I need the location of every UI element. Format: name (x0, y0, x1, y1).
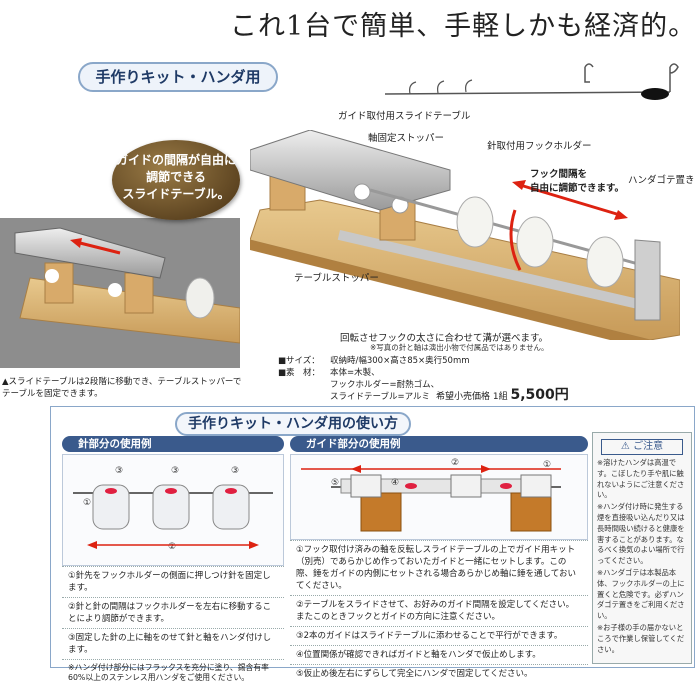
spec-value: スライドテーブル=アルミ (330, 392, 431, 402)
caution-body: ※溶けたハンダは高温です。こぼしたり手や肌に触れないようにご注意ください。 ※ハ… (593, 458, 691, 655)
inset-photo (0, 218, 240, 368)
needle-step-note: ※ハンダ付け部分にはフラックスを充分に塗り、錫含有率60%以上のステンレス用ハン… (62, 659, 284, 686)
guide-step: ④位置関係が確認できればガイドと軸をハンダで仮止めします。 (290, 645, 588, 664)
spec-row: フックホルダー=耐熱ゴム、 (278, 379, 470, 391)
svg-text:③: ③ (171, 466, 179, 476)
main-product-photo (250, 130, 680, 340)
photo-note: ※写真の針と軸は演出小物で付属品ではありません。 (370, 343, 549, 352)
svg-text:③: ③ (231, 466, 239, 476)
svg-text:②: ② (168, 542, 176, 552)
spec-value: 本体=木製、 (330, 368, 380, 378)
badge-line1: ガイドの間隔が自由に (115, 153, 236, 167)
guide-diagram: ② ④ ⑤ ① (290, 454, 588, 540)
guide-step: ②テーブルをスライドさせて、お好みのガイド間隔を設定してください。またこのときフ… (290, 595, 588, 626)
caution-item: ※溶けたハンダは高温です。こぼしたり手や肌に触れないようにご注意ください。 (597, 458, 685, 500)
inset-caption: ▲スライドテーブルは2段階に移動でき、テーブルストッパーで テーブルを固定できま… (2, 376, 241, 400)
svg-text:⑤: ⑤ (331, 478, 339, 488)
needle-step: ③固定した針の上に軸をのせて針と軸をハンダ付けします。 (62, 628, 284, 659)
needle-step: ①針先をフックホルダーの側面に押しつけ針を固定します。 (62, 566, 284, 597)
label-table-stopper: テーブルストッパー (294, 273, 379, 284)
hook-line-illustration (384, 63, 679, 100)
guide-step: ③2本のガイドはスライドテーブルに添わせることで平行ができます。 (290, 626, 588, 645)
needle-diagram: ③ ③ ③ ① ② (62, 454, 284, 566)
headline: これ1台で簡単、手軽しかも経済的。 (230, 11, 697, 42)
spec-row: ■素 材： 本体=木製、 (278, 367, 470, 379)
label-axis-stopper: 軸固定ストッパー (368, 133, 445, 144)
kit-title-tab: 手作りキット・ハンダ用 (78, 62, 278, 92)
needle-step: ②針と針の間隔はフックホルダーを左右に移動することにより調節ができます。 (62, 597, 284, 628)
guide-section-title: ガイド部分の使用例 (290, 436, 588, 452)
price-label: 希望小売価格 1組 (436, 392, 511, 402)
inset-caption-line2: テーブルを固定できます。 (2, 389, 103, 399)
spec-value: 収納時/幅300×高さ85×奥行50mm (330, 356, 470, 366)
caution-item: ※ハンダ付け時に発生する煙を直接吸い込んだり又は長時間吸い続けると健康を害するこ… (597, 502, 685, 566)
caution-item: ※お子様の手の届かないところで作業し保管してください。 (597, 622, 685, 654)
needle-diagram-svg: ③ ③ ③ ① ② (73, 466, 273, 552)
svg-text:④: ④ (391, 478, 399, 488)
guide-steps: ①フック取付け済みの軸を反転しスライドテーブルの上でガイド用キット（別売）であら… (290, 540, 588, 683)
slide-table-badge: ガイドの間隔が自由に 調節できる スライドテーブル。 (112, 140, 240, 220)
caution-title-text: ご注意 (633, 441, 664, 452)
spec-row: スライドテーブル=アルミ (278, 391, 470, 403)
label-hook-holder: 針取付用フックホルダー (487, 141, 592, 152)
needle-section-title: 針部分の使用例 (62, 436, 284, 452)
guide-diagram-svg: ② ④ ⑤ ① (301, 458, 561, 532)
price: 希望小売価格 1組 5,500円 (436, 384, 569, 404)
spec-key: ■サイズ： (278, 356, 320, 366)
svg-text:①: ① (83, 498, 91, 508)
caution-box: ⚠ ご注意 ※溶けたハンダは高温です。こぼしたり手や肌に触れないようにご注意くだ… (592, 432, 692, 664)
label-hook-spacing-2: 自由に調節できます。 (530, 183, 625, 194)
spec-row: ■サイズ： 収納時/幅300×高さ85×奥行50mm (278, 355, 470, 367)
badge-line3: スライドテーブル。 (122, 187, 230, 201)
caution-title: ⚠ ご注意 (601, 439, 683, 455)
guide-step: ⑤仮止め後左右にずらして完全にハンダで固定してください。 (290, 664, 588, 683)
needle-steps: ①針先をフックホルダーの側面に押しつけ針を固定します。 ②針と針の間隔はフックホ… (62, 566, 284, 686)
svg-text:①: ① (543, 460, 551, 470)
svg-text:③: ③ (115, 466, 123, 476)
badge-line2: 調節できる (146, 170, 206, 184)
spec-value: フックホルダー=耐熱ゴム、 (330, 380, 440, 390)
how-to-title: 手作りキット・ハンダ用の使い方 (175, 412, 411, 436)
inset-caption-line1: ▲スライドテーブルは2段階に移動でき、テーブルストッパーで (2, 377, 242, 387)
price-value: 5,500円 (510, 387, 569, 403)
guide-step: ①フック取付け済みの軸を反転しスライドテーブルの上でガイド用キット（別売）であら… (290, 540, 588, 595)
label-hook-spacing-1: フック間隔を (530, 169, 588, 180)
caution-icon: ⚠ (620, 441, 630, 452)
caution-item: ※ハンダゴテは本製品本体、フックホルダーの上に置くと危険です。必ずハンダゴテ置き… (597, 567, 685, 621)
label-groove-note: 回転させフックの太さに合わせて溝が選べます。 (340, 333, 549, 344)
spec-list: ■サイズ： 収納時/幅300×高さ85×奥行50mm ■素 材： 本体=木製、 フッ… (278, 355, 470, 403)
spec-key: ■素 材： (278, 368, 321, 378)
label-solder-stand: ハンダゴテ置き (628, 175, 695, 186)
label-guide-table: ガイド取付用スライドテーブル (338, 111, 471, 122)
svg-text:②: ② (451, 458, 459, 468)
